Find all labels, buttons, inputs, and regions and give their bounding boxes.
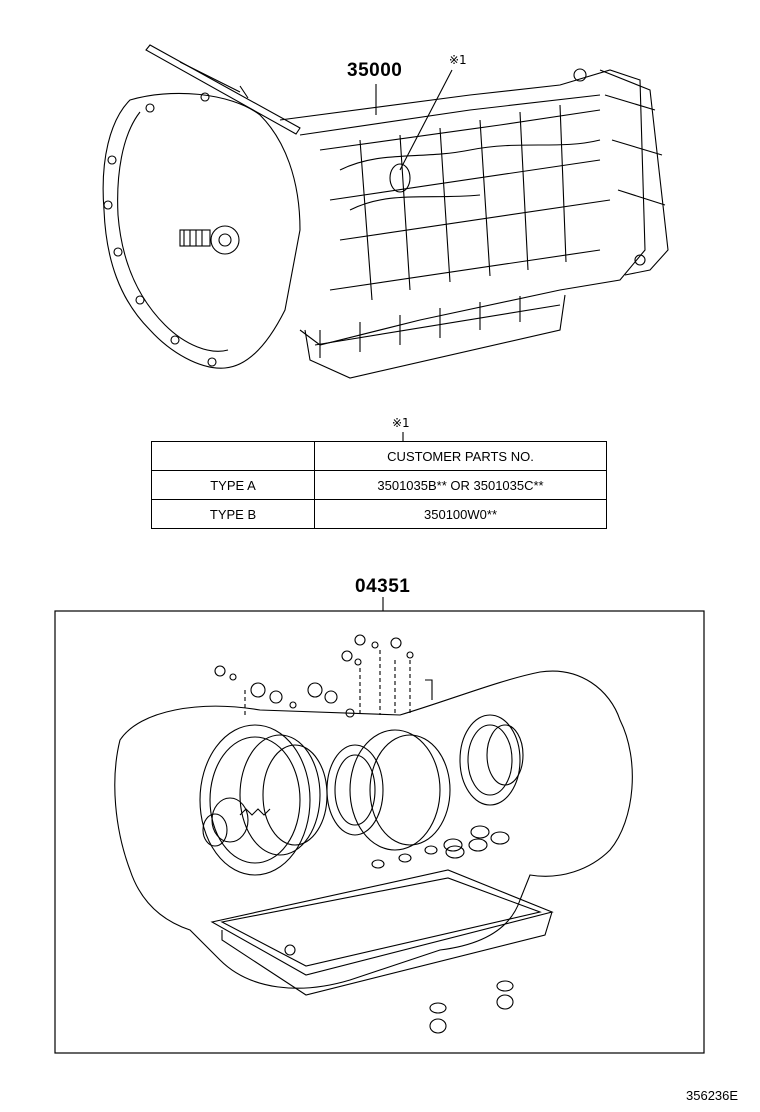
- gasket-kit-drawing: [114, 634, 633, 1034]
- callout-04351: 04351: [355, 576, 411, 597]
- leader-note-1: [399, 69, 453, 171]
- callout-35000: 35000: [347, 60, 403, 81]
- parts-number-table: CUSTOMER PARTS NO. TYPE A 3501035B** OR …: [151, 441, 607, 529]
- table-row: TYPE B 350100W0**: [151, 499, 607, 529]
- table-cell-type: TYPE A: [151, 470, 315, 500]
- gasket-kit-frame: [54, 610, 705, 1054]
- table-header-blank: [151, 441, 315, 471]
- table-note-mark: ※1: [392, 416, 410, 430]
- transmission-assembly-drawing: [102, 44, 669, 379]
- table-row: TYPE A 3501035B** OR 3501035C**: [151, 470, 607, 500]
- table-header-row: CUSTOMER PARTS NO.: [151, 441, 607, 471]
- callout-note-1: ※1: [449, 53, 467, 67]
- table-cell-type: TYPE B: [151, 499, 315, 529]
- table-cell-parts-no: 3501035B** OR 3501035C**: [314, 470, 607, 500]
- figure-code: 356236E: [686, 1088, 739, 1103]
- table-header-parts-no: CUSTOMER PARTS NO.: [314, 441, 607, 471]
- table-cell-parts-no: 350100W0**: [314, 499, 607, 529]
